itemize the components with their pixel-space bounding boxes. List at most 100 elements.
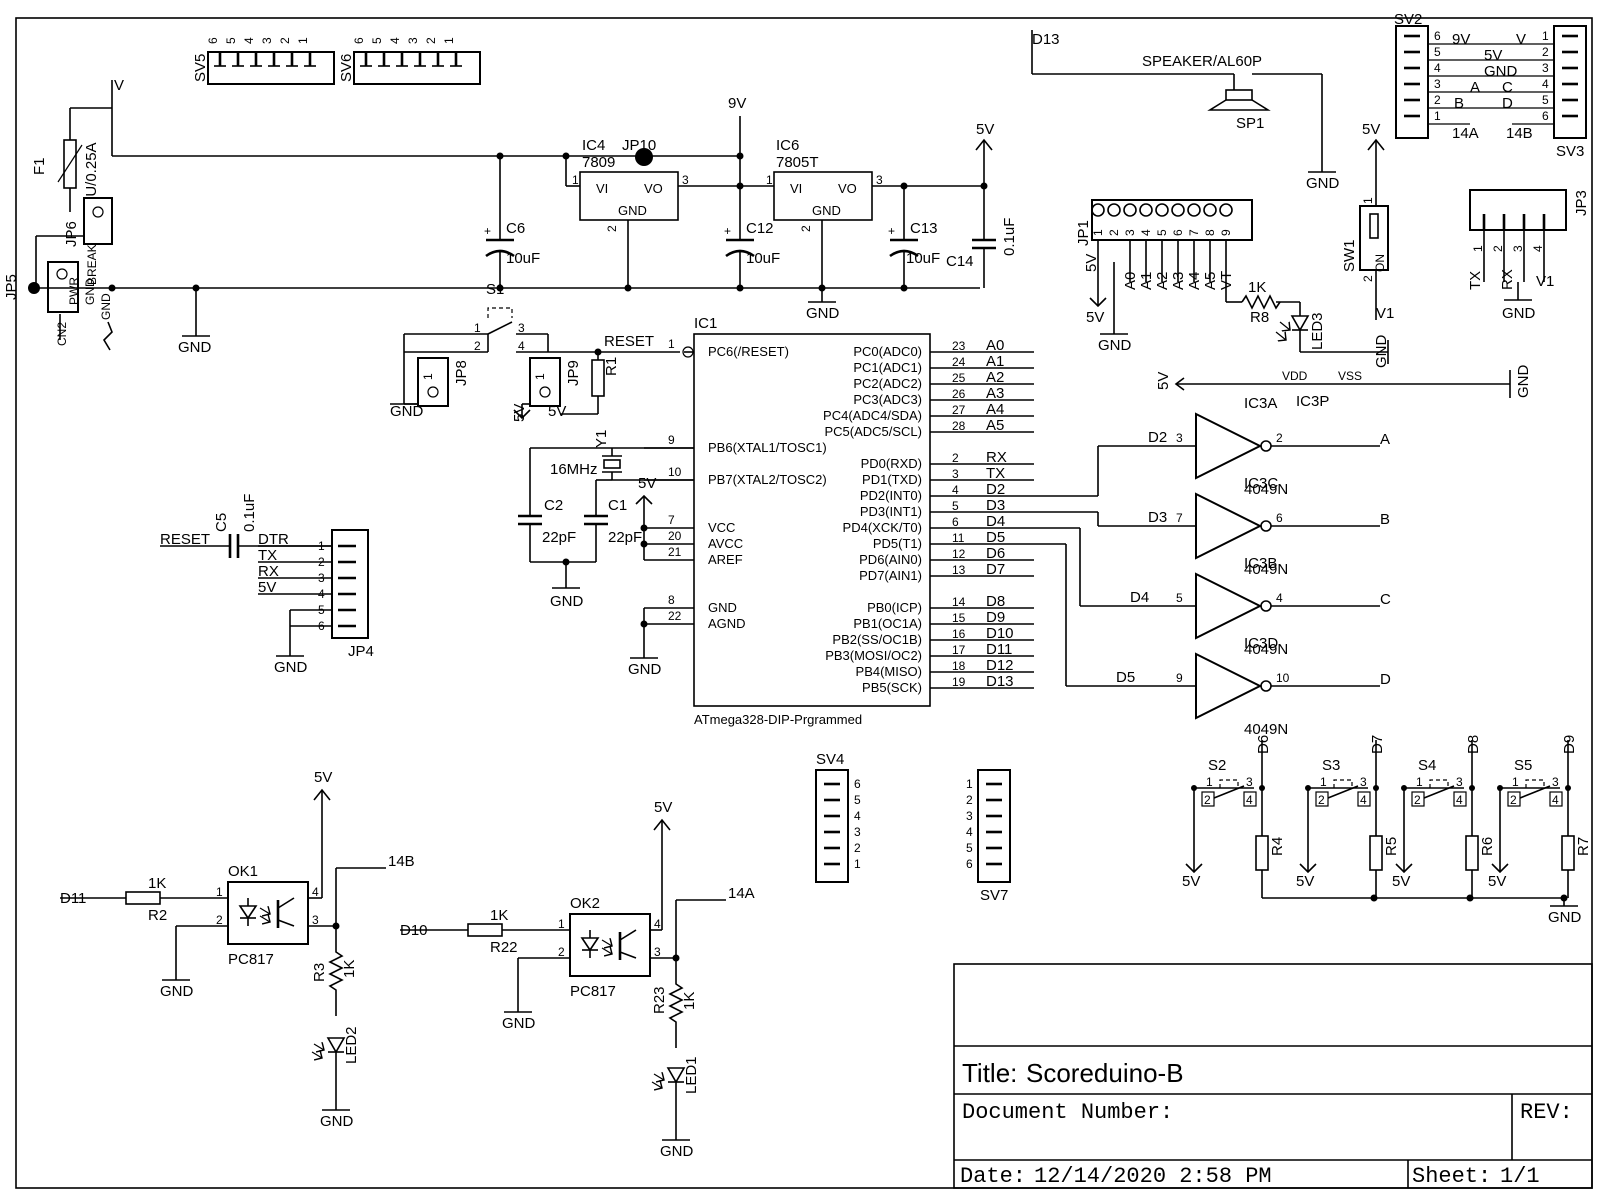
opto-input-resistor (467, 923, 503, 937)
sw1-pin2: 2 (1361, 275, 1375, 282)
sw1-v1: V1 (1376, 305, 1394, 322)
mcu-net-label: A0 (986, 337, 1004, 354)
pwr-label: PWR (67, 277, 81, 305)
c1-value: 22pF (608, 529, 642, 546)
mcu-name: IC1 (694, 315, 717, 332)
c5-value: 0.1uF (241, 494, 258, 532)
opto-pin4: 4 (654, 917, 661, 931)
buffer-out-net: A (1380, 431, 1390, 448)
doc-number-label: Document Number: (962, 1100, 1173, 1125)
jp8-pin: 1 (421, 373, 435, 380)
button-res: R4 (1269, 837, 1286, 856)
opto-led-gnd: GND (320, 1113, 354, 1130)
jp1-net-5v: 5V (1083, 254, 1100, 272)
mcu-pin-name: PD2(INT0) (860, 488, 922, 503)
speaker-section: D13 SPEAKER/AL60P SP1 GND (1031, 30, 1340, 192)
gnd-label-6: GND (274, 659, 308, 676)
mcu-net-label: D5 (986, 529, 1005, 546)
mcu-pin-name: PC0(ADC0) (853, 344, 922, 359)
c13-name: C13 (910, 220, 938, 237)
opto-led-gnd: GND (660, 1143, 694, 1160)
nine-v-label: 9V (728, 95, 746, 112)
button-5v: 5V (1182, 873, 1200, 890)
jp1-pin-num: 2 (1107, 229, 1121, 236)
mcu-pin-name: PB4(MISO) (856, 664, 922, 679)
reset-net-label: RESET (604, 333, 654, 350)
jp1-net: A0 (1122, 272, 1139, 290)
mcu-part: ATmega328-DIP-Prgrammed (694, 712, 862, 727)
mcu-net-label: D11 (986, 641, 1012, 658)
jp3-label: JP3 (1573, 190, 1590, 216)
sv7-pin-num: 4 (966, 825, 973, 839)
jumper-jp9 (529, 357, 561, 407)
svg-text:+: + (724, 224, 731, 238)
mcu-pin-num: 13 (952, 563, 966, 577)
jp5-label: JP5 (3, 274, 20, 300)
opto-input-resistor (125, 891, 161, 905)
button-pin4: 4 (1552, 793, 1559, 807)
ic6-vo: VO (838, 181, 857, 196)
button-5v: 5V (1392, 873, 1410, 890)
sv7-pin-num: 1 (966, 777, 973, 791)
opto-pin3: 3 (654, 945, 661, 959)
ic6-name: IC6 (776, 137, 799, 154)
mcu-pin-num: 18 (952, 659, 966, 673)
mcu-pin-name: PC2(ADC2) (853, 376, 922, 391)
five-v-label-4: 5V (638, 475, 656, 492)
button-pin3: 3 (1360, 775, 1367, 789)
mcu-pin-num: 20 (668, 529, 682, 543)
mcu-pin-name: VCC (708, 520, 735, 535)
opto-led (666, 1067, 686, 1084)
c12-name: C12 (746, 220, 774, 237)
mcu-pin-name: PC5(ADC5/SCL) (824, 424, 922, 439)
mcu-pin-num: 19 (952, 675, 966, 689)
buffer-part: 4049N (1244, 561, 1288, 578)
jp1-pin-num: 1 (1091, 229, 1105, 236)
mcu-net-label: A3 (986, 385, 1004, 402)
sv7-label: SV7 (980, 887, 1008, 904)
cn2-label: CN2 (55, 322, 69, 346)
button-name: S3 (1322, 757, 1340, 774)
ic4-value: 7809 (582, 154, 615, 171)
r1-label: R1 (603, 357, 620, 376)
fuse-value: 2U/0.25A (83, 142, 100, 205)
break-label: BREAK (85, 244, 99, 285)
button-name: S5 (1514, 757, 1532, 774)
sv5-pin-num: 2 (278, 37, 292, 44)
ic6-pin1: 1 (766, 173, 773, 187)
opto-rout-name: R3 (311, 963, 328, 982)
button-pin1: 1 (1206, 775, 1213, 789)
five-v-label-2: 5V (511, 404, 528, 422)
buffer-in-pin: 9 (1176, 671, 1183, 685)
sv7-pin-num: 3 (966, 809, 973, 823)
jp1-net: VT (1218, 271, 1235, 290)
reset-section: S1 1 3 2 4 1 JP8 GND 1 JP9 5V 5V (390, 281, 680, 422)
button-pin2: 2 (1204, 793, 1211, 807)
buffer-out-pin: 2 (1276, 431, 1283, 445)
opto-rin-name: R2 (148, 907, 167, 924)
button-pin2: 2 (1414, 793, 1421, 807)
jp1-net: A1 (1138, 272, 1155, 290)
mcu-pin-name: PC6(/RESET) (708, 344, 789, 359)
buffer-in-net: D5 (1116, 669, 1135, 686)
opto-name: OK1 (228, 863, 258, 880)
mcu-net-label: A5 (986, 417, 1004, 434)
mcu-pin-name: PD6(AIN0) (859, 552, 922, 567)
ic4-pin3: 3 (682, 173, 689, 187)
c1-name: C1 (608, 497, 627, 514)
mcu-pin-name: GND (708, 600, 737, 615)
mcu-net-label: D9 (986, 609, 1005, 626)
button-net: D6 (1255, 735, 1272, 754)
gnd-label-5: GND (628, 661, 662, 678)
s1-pin1: 1 (474, 321, 481, 335)
button-name: S2 (1208, 757, 1226, 774)
jp1-pin (1123, 203, 1137, 217)
sv3-pin-num: 1 (1542, 29, 1549, 43)
opto-pin4: 4 (312, 885, 319, 899)
buffer-in-pin: 7 (1176, 511, 1183, 525)
opto-led-name: LED2 (343, 1026, 360, 1064)
